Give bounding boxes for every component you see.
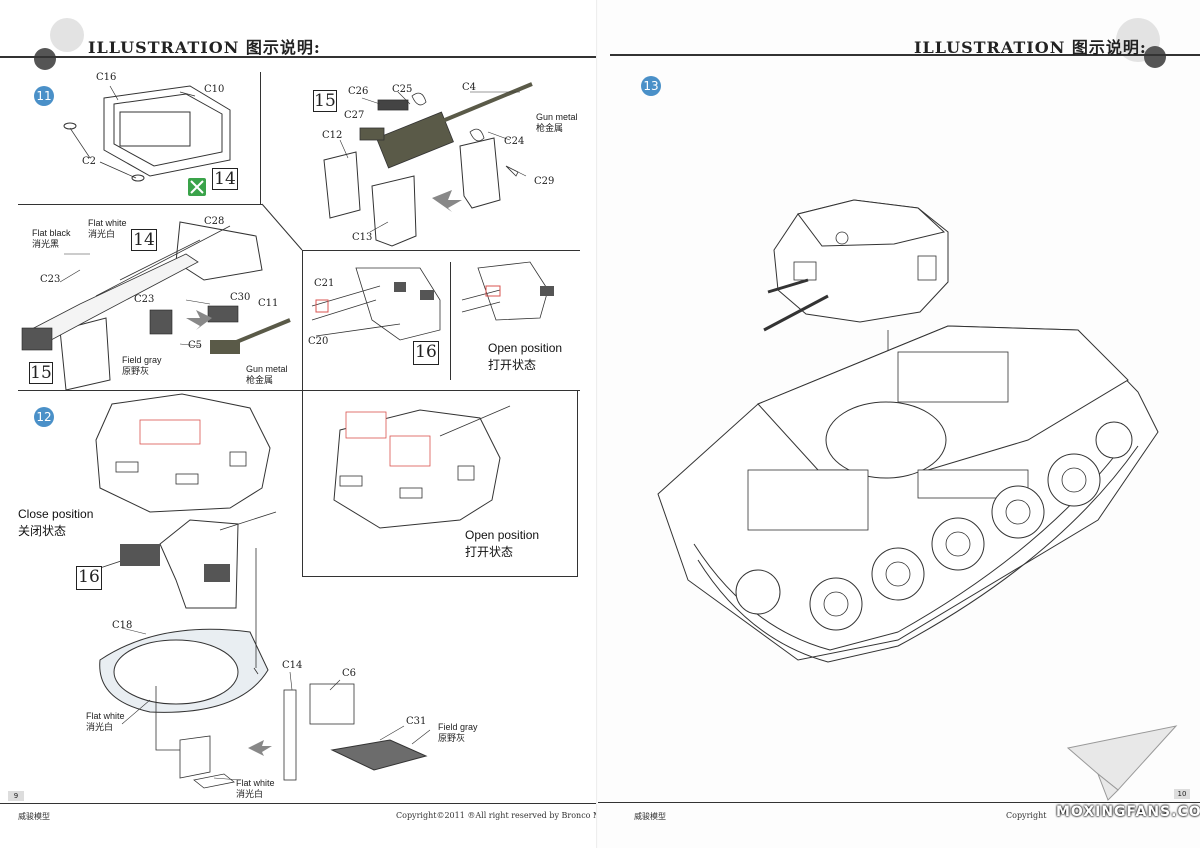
arrow-icon xyxy=(186,310,212,330)
part-label: C25 xyxy=(392,84,413,95)
part-label: C4 xyxy=(462,82,477,93)
paint-label: 消光黑 xyxy=(32,239,60,249)
header-rule xyxy=(0,56,598,58)
position-label: Open position xyxy=(465,528,540,542)
paint-label: Flat black xyxy=(32,228,71,238)
page-number: 10 xyxy=(1174,789,1190,799)
paint-label: 原野灰 xyxy=(122,366,150,376)
header-circle-dark xyxy=(1144,46,1166,68)
step-16-diagram xyxy=(311,261,554,341)
part-label: C18 xyxy=(112,620,133,631)
part-label: C5 xyxy=(188,340,203,351)
part-label: C10 xyxy=(204,84,225,95)
part-label: C24 xyxy=(504,136,525,147)
step-13-tank-diagram xyxy=(657,199,1159,663)
step-12-marker: 12 xyxy=(34,407,54,427)
step-ref-box: 14 xyxy=(131,229,157,251)
paint-label: 消光白 xyxy=(86,722,114,732)
paint-label: Flat white xyxy=(88,218,127,228)
watermark-text: MOXINGFANS.COM xyxy=(1056,804,1200,820)
right-page: ILLUSTRATION 图示说明: 13 xyxy=(598,0,1200,848)
part-label: C16 xyxy=(96,72,117,83)
diagonal-divider xyxy=(261,203,303,251)
part-label: C20 xyxy=(308,336,329,347)
part-label: C12 xyxy=(322,130,343,141)
left-page: ILLUSTRATION 图示说明: 11 12 xyxy=(0,0,598,848)
panel-divider xyxy=(18,390,302,391)
part-label: C28 xyxy=(204,216,225,227)
part-label: C14 xyxy=(282,660,303,671)
part-label: C11 xyxy=(258,298,279,309)
part-label: C13 xyxy=(352,232,373,243)
panel-divider xyxy=(18,204,262,205)
page-title: ILLUSTRATION 图示说明: xyxy=(914,38,1147,57)
step-12-diagram xyxy=(95,393,511,789)
step-ref-box: 15 xyxy=(29,362,53,384)
arrow-icon xyxy=(432,190,462,212)
step-14-diagram xyxy=(21,221,291,391)
step-15-diagram xyxy=(323,82,533,247)
paint-label: Field gray xyxy=(122,355,162,365)
paint-label: 消光白 xyxy=(236,789,264,799)
paint-label: 消光白 xyxy=(88,229,116,239)
step-13-marker: 13 xyxy=(641,76,661,96)
step-ref-box: 14 xyxy=(212,168,238,190)
part-label: C23 xyxy=(40,274,61,285)
paint-label: Flat white xyxy=(236,778,275,788)
part-label: C6 xyxy=(342,668,357,679)
step-11-diagram xyxy=(63,85,231,196)
panel-divider xyxy=(260,72,261,204)
paint-label: 枪金属 xyxy=(536,123,564,133)
panel-divider xyxy=(577,390,578,576)
paint-label: Field gray xyxy=(438,722,478,732)
part-label: C31 xyxy=(406,716,427,727)
footer-copyright: Copyright©2011 ®All right reserved by Br… xyxy=(396,811,598,820)
page-title: ILLUSTRATION 图示说明: xyxy=(88,38,321,57)
footer-rule xyxy=(0,803,598,804)
panel-divider xyxy=(302,250,303,390)
header-rule xyxy=(610,54,1200,56)
panel-divider xyxy=(450,262,451,380)
step-11-marker: 11 xyxy=(34,86,54,106)
part-label: C2 xyxy=(82,156,97,167)
page-gutter xyxy=(596,0,599,848)
position-label: 关闭状态 xyxy=(18,524,67,538)
part-label: C23 xyxy=(134,294,155,305)
panel-divider xyxy=(302,390,580,391)
position-label: 打开状态 xyxy=(488,358,537,372)
footer-brand: 威骏模型 xyxy=(18,812,50,821)
footer-rule xyxy=(598,802,1200,803)
page-number: 9 xyxy=(8,791,24,801)
paint-label: Flat white xyxy=(86,711,125,721)
panel-divider xyxy=(302,390,303,576)
paint-label: 枪金属 xyxy=(246,375,274,385)
header-circle-dark xyxy=(34,48,56,70)
arrow-icon xyxy=(248,740,272,756)
header-circle-light xyxy=(50,18,84,52)
panel-divider xyxy=(302,576,578,577)
position-label: Close position xyxy=(18,507,94,521)
footer-brand: 威骏模型 xyxy=(634,812,666,821)
step-ref-box: 16 xyxy=(76,566,102,590)
paint-label: Gun metal xyxy=(246,364,288,374)
part-label: C29 xyxy=(534,176,555,187)
paint-label: 原野灰 xyxy=(438,733,466,743)
panel-divider xyxy=(302,250,580,251)
part-label: C30 xyxy=(230,292,251,303)
check-mark-icon xyxy=(188,178,206,196)
step-ref-box: 15 xyxy=(313,90,337,112)
step-ref-box: 16 xyxy=(413,341,439,365)
paint-label: Gun metal xyxy=(536,112,578,122)
position-label: 打开状态 xyxy=(465,545,514,559)
part-label: C26 xyxy=(348,86,369,97)
part-label: C21 xyxy=(314,278,335,289)
part-label: C27 xyxy=(344,110,365,121)
position-label: Open position xyxy=(488,341,563,355)
footer-copyright: Copyright xyxy=(1006,811,1047,820)
watermark-logo-icon xyxy=(1066,725,1178,801)
